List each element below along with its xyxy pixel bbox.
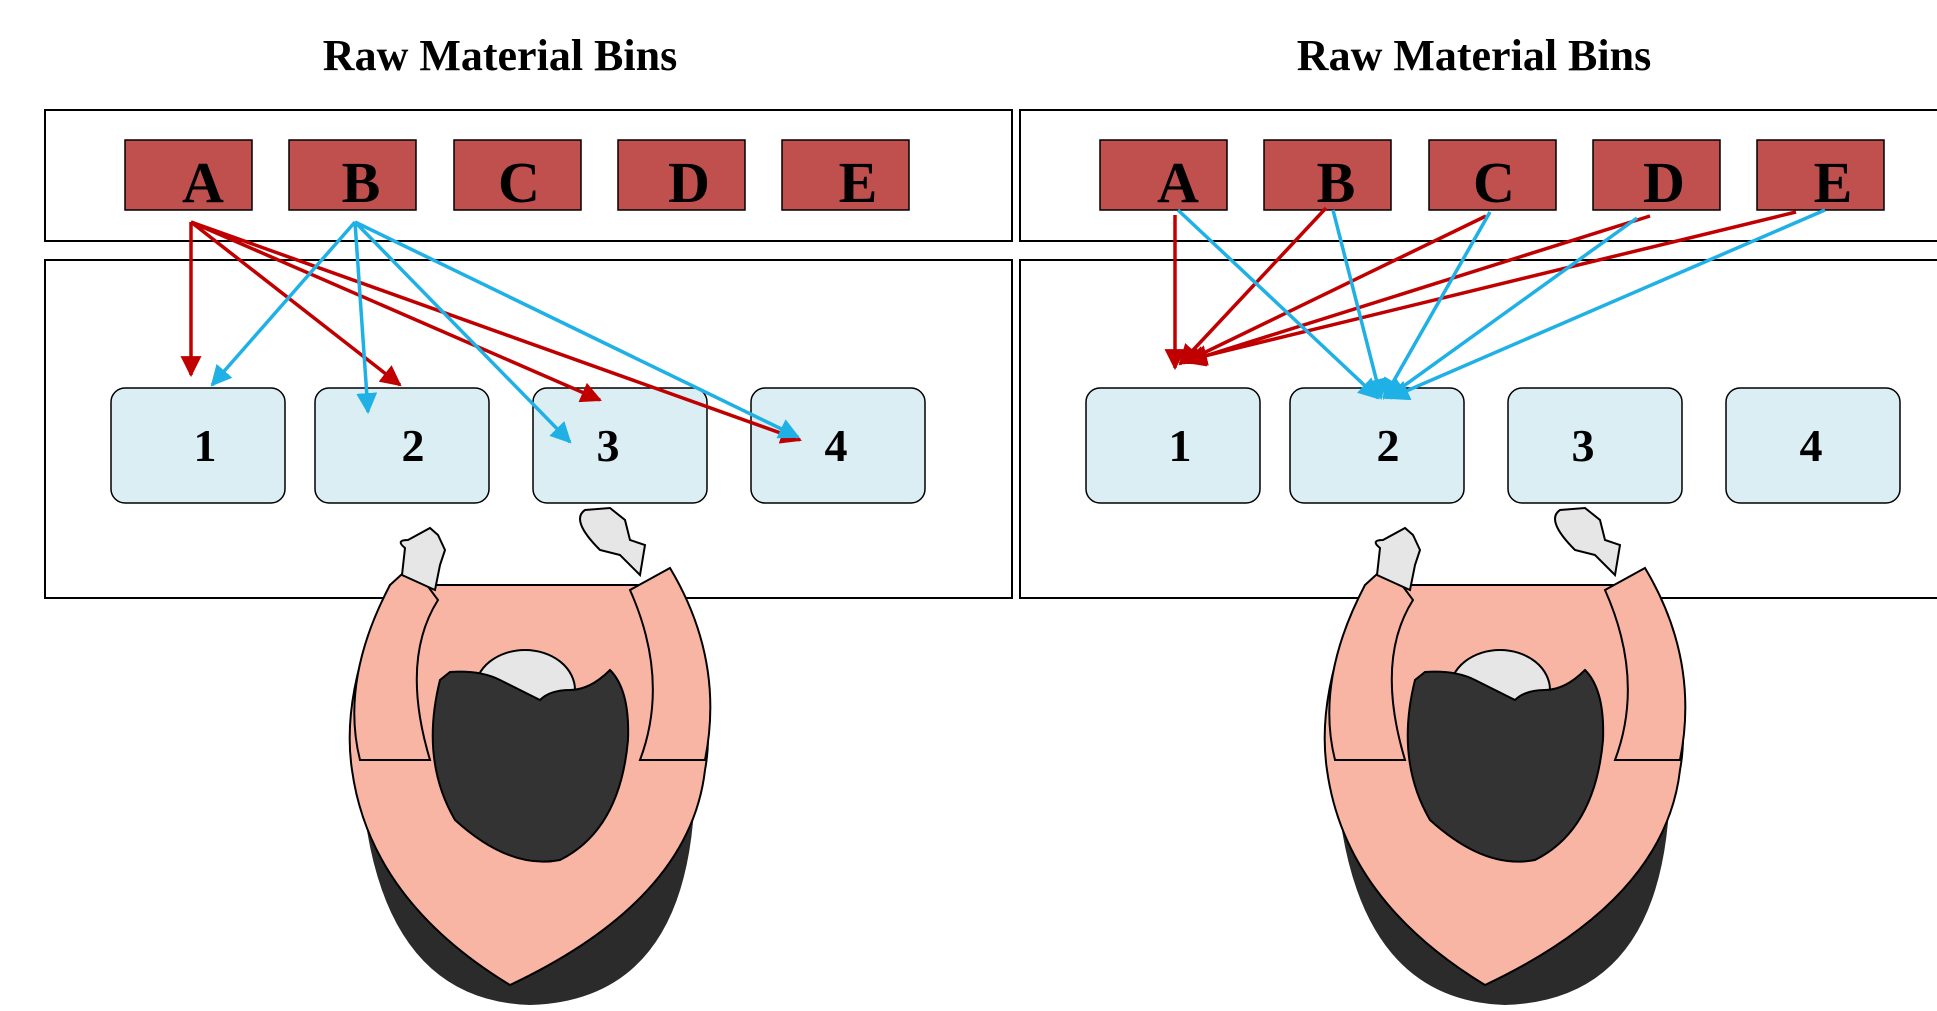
bin-label: B — [342, 150, 381, 215]
panel-right: Raw Material Bins A B C D — [1019, 31, 1937, 1005]
station-label: 1 — [194, 420, 217, 471]
panel-title: Raw Material Bins — [1297, 31, 1651, 80]
station-label: 2 — [1377, 420, 1400, 471]
bin-B: B — [1263, 139, 1392, 215]
flow-arrow-B-to-1 — [210, 220, 357, 387]
right-arm — [628, 566, 712, 761]
station-box — [532, 387, 708, 504]
bin-D: D — [617, 139, 746, 215]
flow-arrow-B-to-2 — [353, 221, 378, 415]
operator-figure — [348, 506, 712, 1005]
left-arm — [353, 563, 440, 761]
bin-box — [288, 139, 417, 211]
left-glove — [1374, 526, 1422, 592]
station-label: 3 — [1572, 420, 1595, 471]
flow-arrow-A-to-3 — [190, 220, 602, 403]
panel-left: Raw Material Bins A B C — [44, 31, 1013, 1005]
flow-arrow-A-to-4 — [190, 220, 802, 444]
operator-head — [431, 668, 630, 863]
bin-C: C — [1428, 139, 1557, 215]
right-glove — [579, 506, 647, 578]
bin-E: E — [1756, 139, 1885, 215]
bin-A: A — [124, 139, 253, 215]
left-arm — [1328, 563, 1415, 761]
bin-box — [124, 139, 253, 211]
bin-label: B — [1317, 150, 1356, 215]
bin-label: D — [1643, 150, 1685, 215]
station-box — [750, 387, 926, 504]
station-box — [1085, 387, 1261, 504]
station-box — [314, 387, 490, 504]
flow-arrows — [180, 220, 802, 444]
flow-arrow-A-to-2 — [1176, 208, 1380, 400]
station-label: 3 — [597, 420, 620, 471]
station-box — [1725, 387, 1901, 504]
bin-label: E — [839, 150, 878, 215]
bin-label: C — [1473, 150, 1515, 215]
flow-arrow-D-to-2 — [1385, 216, 1639, 400]
station-2: 2 — [1289, 387, 1465, 504]
bin-label: E — [1814, 150, 1853, 215]
bin-A: A — [1099, 139, 1228, 215]
station-3: 3 — [532, 387, 708, 504]
bin-label: C — [498, 150, 540, 215]
flow-arrow-C-to-1 — [1181, 214, 1487, 365]
flow-arrow-B-to-4 — [354, 220, 800, 439]
bin-C: C — [453, 139, 582, 215]
station-label: 4 — [825, 420, 848, 471]
bin-label: A — [182, 150, 224, 215]
station-label: 4 — [1800, 420, 1823, 471]
bin-D: D — [1592, 139, 1721, 215]
station-4: 4 — [1725, 387, 1901, 504]
flow-arrow-E-to-1 — [1185, 210, 1797, 366]
station-2: 2 — [314, 387, 490, 504]
flow-arrow-C-to-2 — [1382, 211, 1492, 400]
flow-arrow-B-to-2 — [1331, 209, 1387, 401]
bin-B: B — [288, 139, 417, 215]
bin-box — [781, 139, 910, 211]
left-glove — [399, 526, 447, 592]
flow-arrows — [1164, 206, 1826, 401]
bin-box — [1099, 139, 1228, 211]
bin-E: E — [781, 139, 910, 215]
right-arm — [1603, 566, 1687, 761]
operator-figure — [1323, 506, 1687, 1005]
bin-label: A — [1157, 150, 1199, 215]
flow-arrow-B-to-1 — [1178, 206, 1328, 366]
bin-box — [617, 139, 746, 211]
panel-title: Raw Material Bins — [323, 31, 677, 80]
station-label: 1 — [1169, 420, 1192, 471]
bin-label: D — [668, 150, 710, 215]
station-3: 3 — [1507, 387, 1683, 504]
flow-arrow-B-to-3 — [353, 220, 572, 444]
station-1: 1 — [1085, 387, 1261, 504]
station-box — [1507, 387, 1683, 504]
bin-box — [1592, 139, 1721, 211]
station-4: 4 — [750, 387, 926, 504]
bin-box — [453, 139, 582, 211]
bin-box — [1756, 139, 1885, 211]
station-1: 1 — [110, 387, 286, 504]
right-glove — [1554, 506, 1622, 578]
bin-box — [1263, 139, 1392, 211]
bin-box — [1428, 139, 1557, 211]
flow-arrow-D-to-1 — [1183, 214, 1651, 367]
operator-head — [1406, 668, 1605, 863]
station-label: 2 — [402, 420, 425, 471]
station-box — [110, 387, 286, 504]
flow-arrow-E-to-2 — [1388, 208, 1826, 401]
